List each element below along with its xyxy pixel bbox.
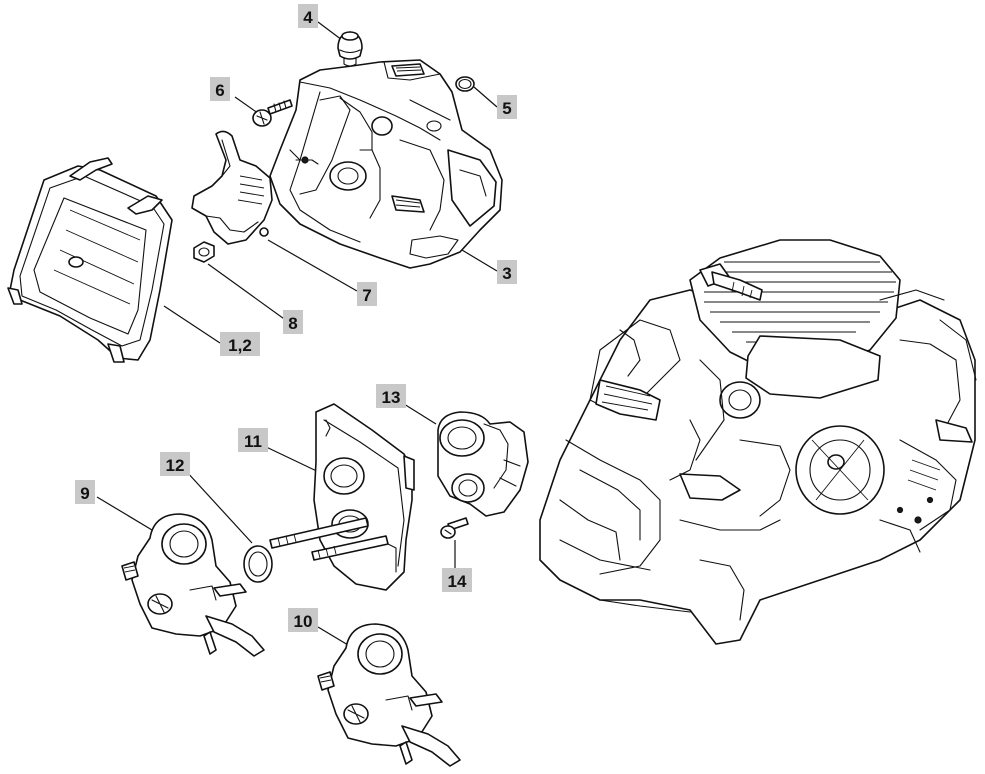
part-10-carburetor [317,623,461,767]
callout-9: 9 [75,480,95,504]
callout-7: 7 [357,282,377,306]
svg-text:7: 7 [362,286,371,305]
part-9-carburetor [121,513,265,657]
long-studs [269,517,389,561]
part-8-nut [193,241,215,263]
svg-text:5: 5 [502,99,511,118]
svg-text:10: 10 [294,612,313,631]
part-3-shroud [269,59,503,269]
callout-3: 3 [497,260,517,284]
part-11-flange [313,403,415,591]
callout-4: 4 [298,4,318,28]
part-12-gasket [243,545,273,583]
callouts: 4 6 5 3 7 8 1,2 13 [75,4,517,632]
part-6-screw [252,99,293,127]
svg-text:13: 13 [382,388,401,407]
callout-8: 8 [283,310,303,334]
part-4-plug [337,31,363,67]
callout-1-2: 1,2 [220,332,260,356]
part-1-2-air-filter [7,157,173,363]
svg-text:9: 9 [80,484,89,503]
callout-13: 13 [376,384,406,408]
callout-10: 10 [288,608,318,632]
svg-text:4: 4 [303,8,313,27]
part-7-deflector [191,130,273,245]
callout-11: 11 [238,428,268,452]
callout-14: 14 [442,568,472,592]
svg-text:1,2: 1,2 [228,336,252,355]
leader-lines [96,21,498,646]
svg-text:3: 3 [502,264,511,283]
svg-text:12: 12 [166,456,185,475]
svg-text:11: 11 [244,432,262,451]
callout-5: 5 [497,95,517,119]
engine-assembly [539,239,977,645]
part-13-manifold [437,411,529,517]
svg-text:6: 6 [215,81,224,100]
callout-6: 6 [210,77,230,101]
part-5-oring [455,76,475,92]
svg-text:14: 14 [448,572,467,591]
part-14-screw [440,517,469,539]
svg-text:8: 8 [288,314,297,333]
callout-12: 12 [160,452,190,476]
